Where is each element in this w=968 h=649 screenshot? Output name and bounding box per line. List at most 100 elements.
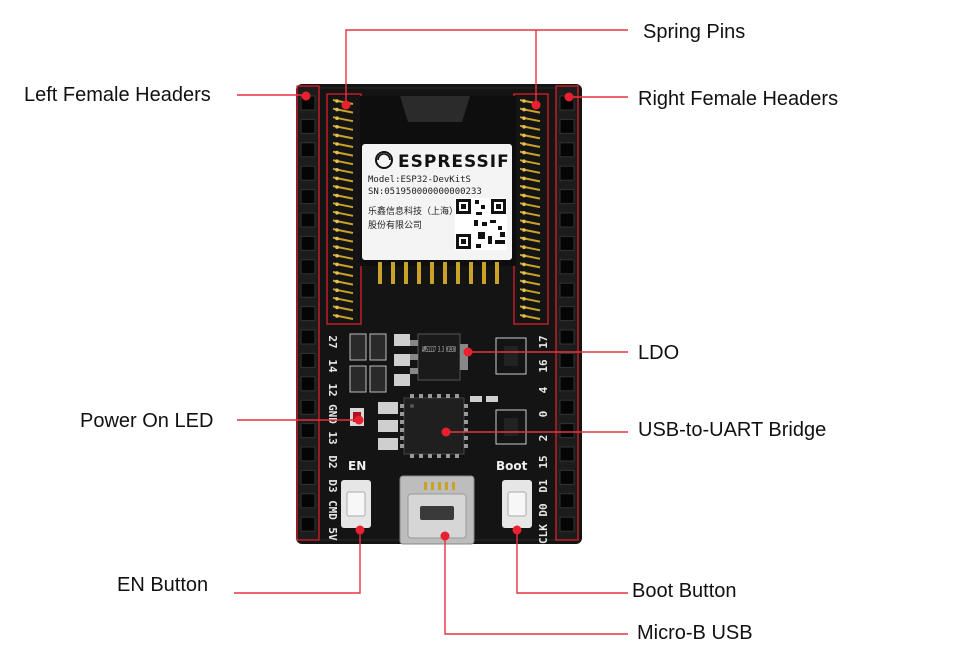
- module-serial: SN:051950000000000233: [368, 187, 482, 197]
- spring-pin-tip: [335, 305, 339, 310]
- module-brand: ESPRESSIF: [398, 152, 510, 172]
- module-pin: [378, 262, 382, 284]
- en-silk-label: EN: [348, 459, 366, 473]
- label-en-button: EN Button: [117, 574, 208, 596]
- spring-pin-tip: [522, 254, 526, 258]
- header-socket: [300, 493, 316, 509]
- chip-pin: [419, 454, 423, 458]
- header-socket: [559, 423, 575, 439]
- header-socket: [559, 306, 575, 322]
- spring-pin-tip: [522, 211, 526, 215]
- spring-pin-tip: [522, 133, 526, 138]
- spring-pin-tip: [335, 262, 339, 267]
- pin-silk-label: 12: [326, 383, 339, 396]
- spring-pin-tip: [522, 142, 526, 146]
- header-socket: [559, 259, 575, 275]
- spring-pin-tip: [335, 185, 339, 189]
- boot-button[interactable]: [502, 480, 532, 528]
- spring-pin-tip: [335, 254, 339, 258]
- usb-pin: [438, 482, 441, 490]
- pin-silk-label: 17: [537, 335, 550, 348]
- chip-pin: [400, 412, 404, 416]
- header-socket: [559, 235, 575, 251]
- callout-lines: [234, 29, 628, 635]
- spring-pin-tip: [522, 202, 526, 206]
- pin-silk-label: CLK: [537, 524, 550, 544]
- micro-usb-connector[interactable]: [399, 475, 475, 545]
- spring-pin-tip: [335, 99, 339, 103]
- label-spring-pins: Spring Pins: [643, 21, 745, 43]
- chip-pin: [428, 394, 432, 398]
- usb-pin: [431, 482, 434, 490]
- esp32-module: ESPRESSIF Model:ESP32-DevKitS SN:0519500…: [360, 96, 516, 284]
- pin-silk-label: D1: [537, 479, 550, 493]
- header-socket: [300, 165, 316, 181]
- spring-pin-tip: [522, 279, 526, 284]
- chip-pin: [400, 444, 404, 448]
- spring-pin-tip: [335, 193, 339, 198]
- header-socket: [559, 329, 575, 345]
- header-socket: [300, 469, 316, 485]
- spring-pin-tip: [335, 314, 339, 318]
- spring-pin-tip: [522, 168, 526, 172]
- module-pin: [495, 262, 499, 284]
- chip-pin: [400, 436, 404, 440]
- header-socket: [300, 446, 316, 462]
- chip-pin: [464, 412, 468, 416]
- spring-pin-tip: [335, 219, 339, 224]
- usb-pin: [445, 482, 448, 490]
- header-socket: [300, 142, 316, 158]
- spring-pin-tip: [335, 116, 339, 120]
- spring-pin-tip: [335, 202, 339, 206]
- module-vendor-line1: 乐鑫信息科技（上海）: [368, 205, 458, 217]
- right-female-header: [555, 85, 579, 541]
- spring-pin-tip: [522, 193, 526, 198]
- header-socket: [300, 399, 316, 415]
- spring-pin-tip: [335, 245, 339, 249]
- spring-pin-tip: [335, 271, 339, 275]
- usb-pin: [452, 482, 455, 490]
- pin-silk-label: 13: [326, 431, 339, 444]
- pin-silk-label: 15: [537, 455, 550, 468]
- spring-pin-tip: [522, 107, 526, 112]
- header-socket: [300, 189, 316, 205]
- module-pin: [391, 262, 395, 284]
- spring-pin-tip: [522, 185, 526, 189]
- qr-code: [455, 198, 507, 250]
- header-socket: [559, 352, 575, 368]
- pin-silk-label: 16: [537, 359, 550, 373]
- pin-silk-label: 0: [537, 411, 550, 418]
- chip-pin: [400, 420, 404, 424]
- header-socket: [300, 306, 316, 322]
- pin-silk-label: 14: [326, 359, 339, 373]
- module-model: Model:ESP32-DevKitS: [368, 175, 471, 185]
- espressif-logo: [375, 151, 393, 169]
- chip-pin: [464, 404, 468, 408]
- spring-pin-tip: [335, 168, 339, 172]
- spring-pin-tip: [522, 150, 526, 155]
- antenna-area: [400, 96, 470, 122]
- chip-pin: [400, 404, 404, 408]
- pin-silk-label: 5V: [326, 527, 339, 541]
- spring-pin-tip: [522, 262, 526, 267]
- usb-uart-chip: [400, 394, 468, 458]
- spring-pin-tip: [522, 305, 526, 310]
- spring-pin-tip: [335, 279, 339, 284]
- pin-silk-label: D0: [537, 503, 550, 516]
- spring-pin-tip: [335, 288, 339, 293]
- header-socket: [300, 282, 316, 298]
- spring-pin-tip: [335, 228, 339, 232]
- chip-pin: [419, 394, 423, 398]
- header-socket: [559, 376, 575, 392]
- spring-pin-tip: [335, 159, 339, 163]
- spring-pin-tip: [522, 236, 526, 241]
- header-socket: [559, 516, 575, 532]
- ldo-chip: AMS1117 3.3 H1930: [410, 333, 468, 381]
- spring-pin-tip: [335, 236, 339, 241]
- ldo-marking: AMS1117 3.3 H1930: [422, 345, 456, 354]
- chip-pin: [428, 454, 432, 458]
- en-button[interactable]: [341, 480, 371, 528]
- chip-pin: [464, 428, 468, 432]
- chip-pin: [446, 394, 450, 398]
